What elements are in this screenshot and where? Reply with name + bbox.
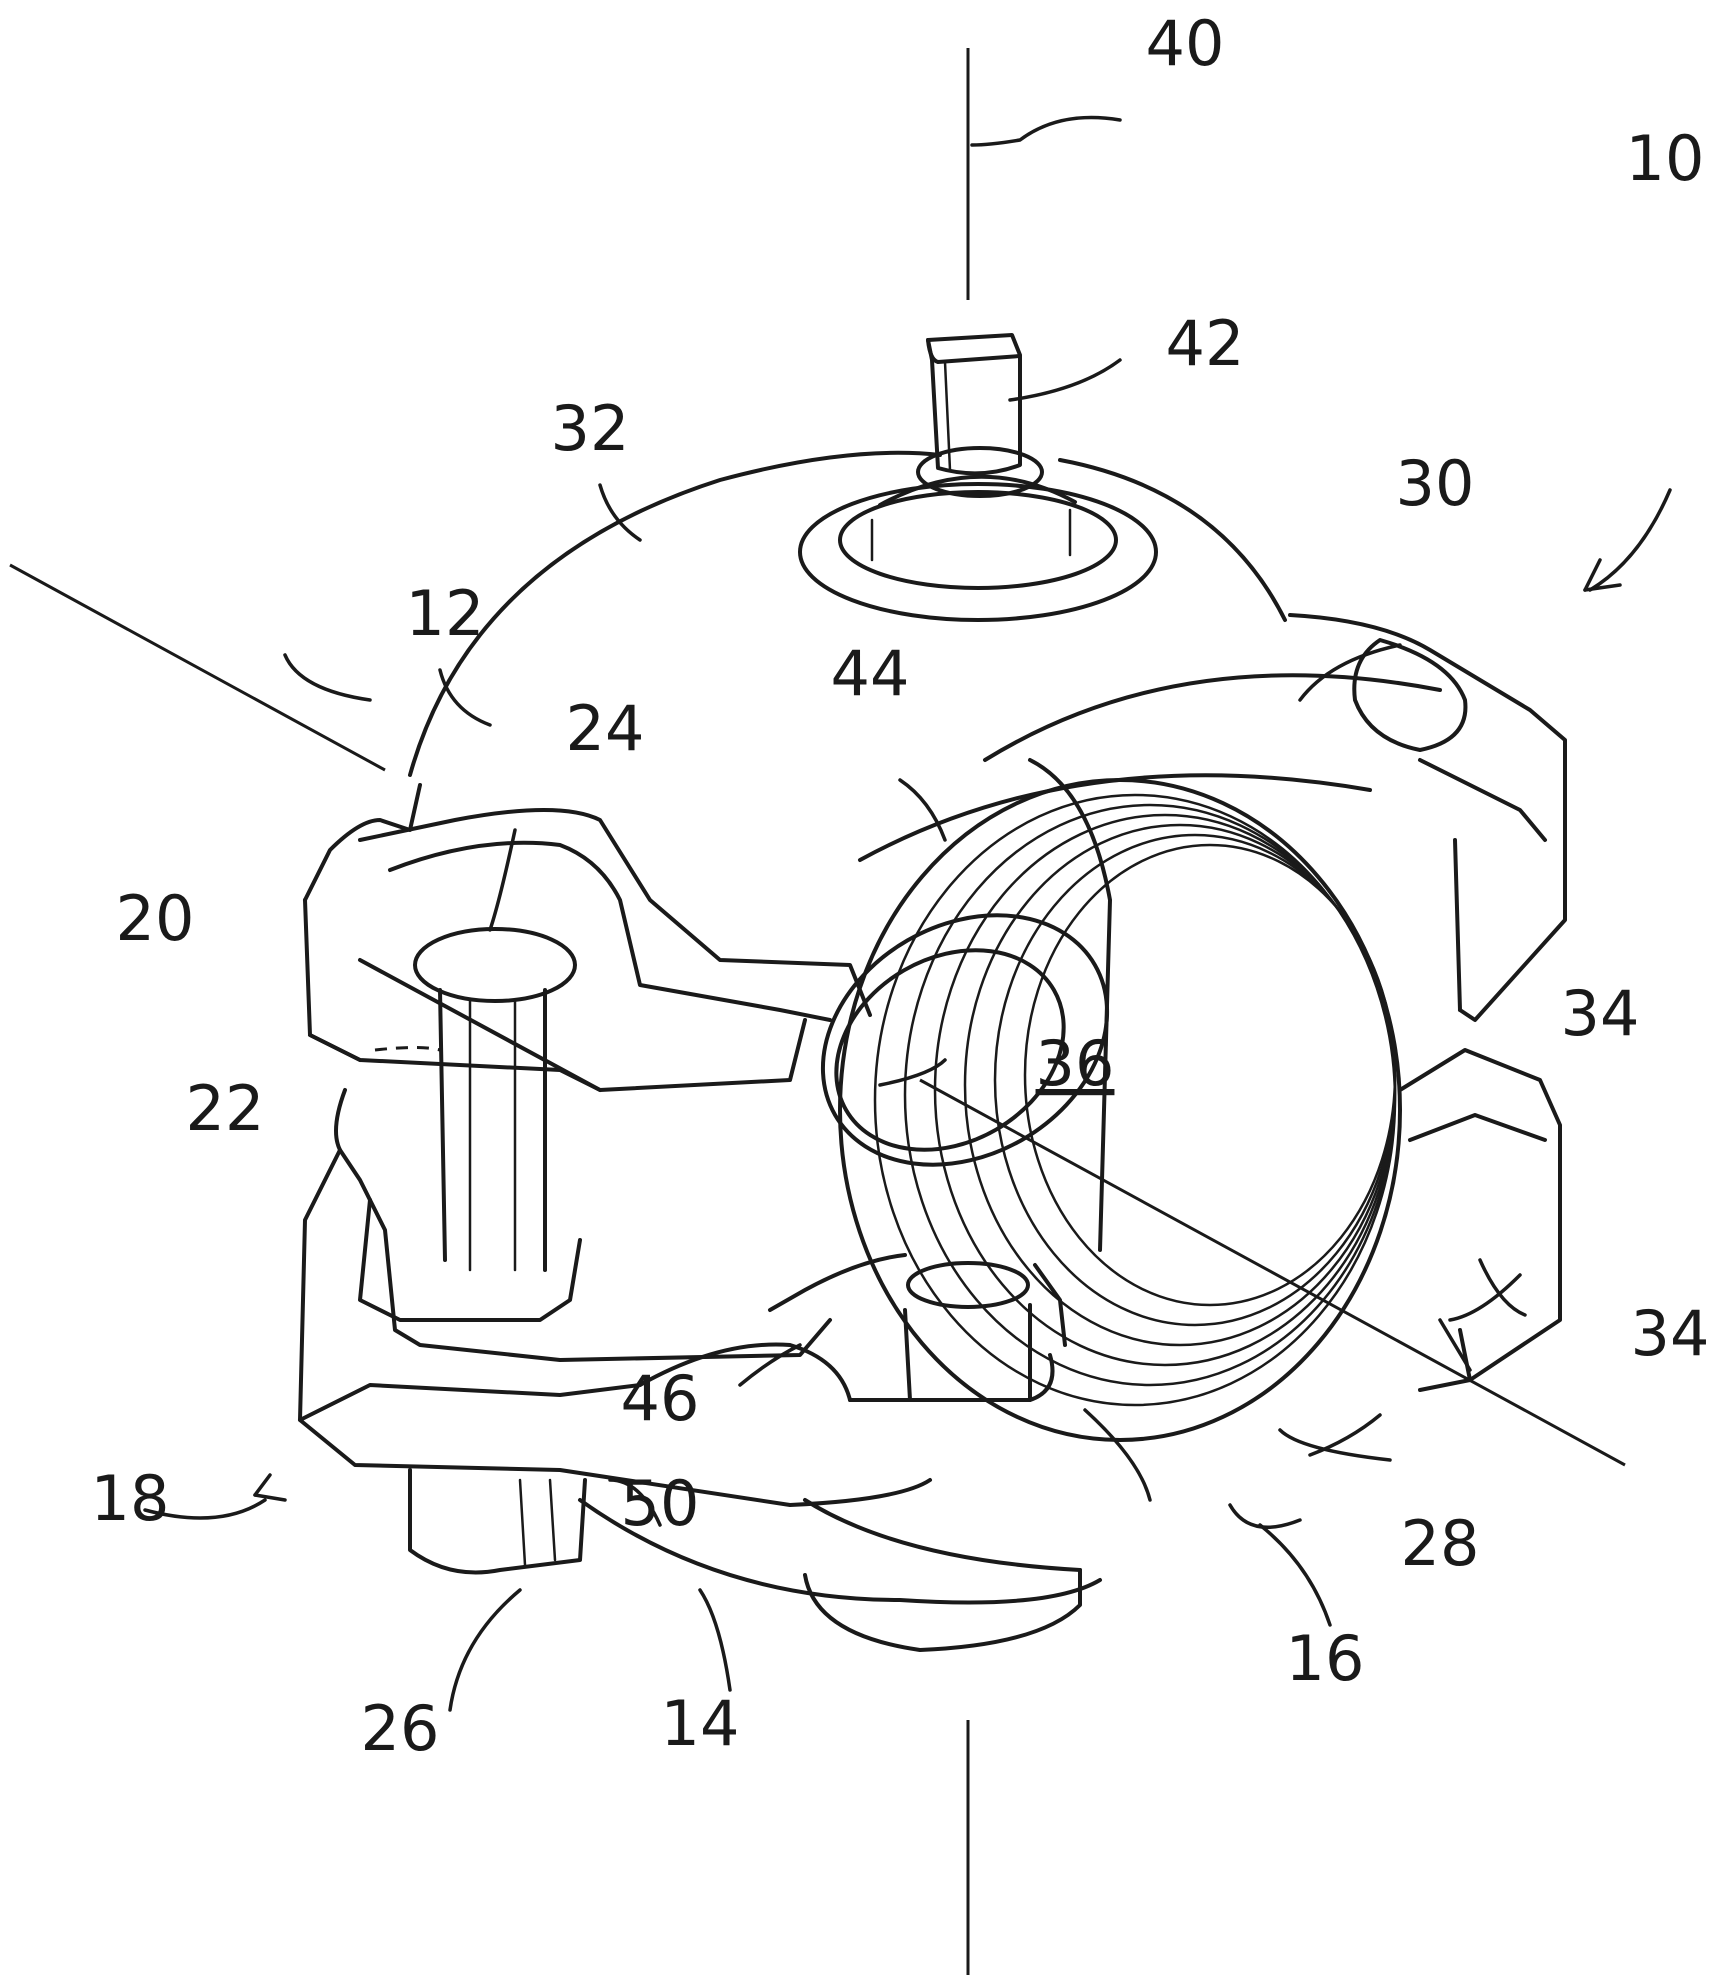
ref-36: 34 — [1561, 977, 1640, 1050]
ref-48: 44 — [831, 637, 910, 710]
ref-44: 42 — [1166, 307, 1245, 380]
ref-18: 18 — [91, 1462, 170, 1535]
ref-30: 30 — [1396, 447, 1475, 520]
ref-24: 24 — [566, 692, 645, 765]
ref-12: 12 — [406, 577, 485, 650]
ref-numeral-34: 34 — [1631, 1297, 1710, 1370]
lead-lines — [145, 118, 1670, 1711]
ref-16: 16 — [1286, 1622, 1365, 1695]
gasket-rings-28 — [840, 780, 1400, 1440]
ref-26: 26 — [361, 1692, 440, 1765]
ref-28: 28 — [1401, 1507, 1480, 1580]
ref-20: 20 — [116, 882, 195, 955]
ref-32: 32 — [551, 392, 630, 465]
upper-housing-12 — [305, 453, 1565, 1090]
bolt-22 — [375, 929, 575, 1270]
ref-40: 36 — [1036, 1027, 1115, 1100]
ref-50: 50 — [621, 1467, 700, 1540]
ref-14: 14 — [661, 1687, 740, 1760]
ref-22: 22 — [186, 1072, 265, 1145]
reference-numerals: 40 10 42 32 30 12 44 24 20 34 36 22 30 3… — [91, 7, 1705, 1765]
pipe-axis-34 — [10, 565, 1625, 1465]
lower-trunnion-46 — [770, 1255, 1065, 1400]
ref-10: 10 — [1626, 122, 1705, 195]
ref-42: 40 — [1146, 7, 1225, 80]
ref-numeral-46: 46 — [621, 1362, 700, 1435]
